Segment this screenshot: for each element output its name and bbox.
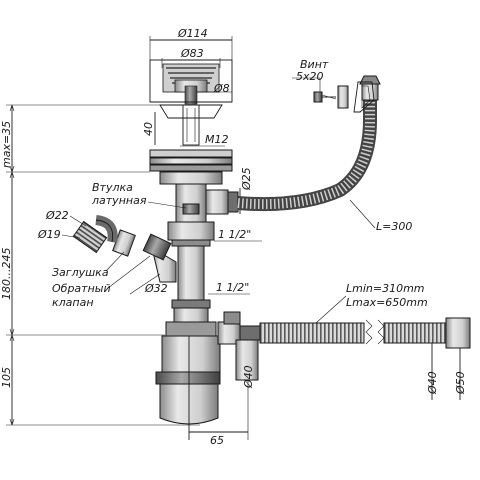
leader-l300 [349,199,376,229]
dim-d32: Ø32 [144,282,168,295]
trap-outlet [217,311,261,381]
leader-lmin [315,295,347,324]
leader-d19 [61,234,81,239]
overflow-hose [237,75,381,212]
dim-thread1: 1 1/2" [218,228,251,241]
strainer-body [159,104,223,146]
leader-obratnyi [107,255,151,289]
dim-d40a: Ø40 [242,365,255,389]
label-vint: Винт [300,58,329,71]
label-zaglushka: Заглушка [52,266,109,279]
side-inlet [142,233,177,283]
dim-w65: 65 [210,434,224,447]
dim-max35: max=35 [0,121,13,168]
dim-lmax: Lmax=650mm [346,296,428,309]
label-vtulka-line2: латунная [91,194,147,207]
dim-d19: Ø19 [37,228,61,241]
leader-vtulka [147,201,187,209]
hose-elbow [72,215,118,254]
overflow-outlet [205,188,241,215]
dim-d22: Ø22 [45,209,69,222]
main-pipe [177,245,205,303]
dim-h40: 40 [142,122,155,136]
strainer-basket [149,59,233,105]
dim-d25: Ø25 [240,167,253,191]
dim-105: 105 [0,367,13,388]
leader-d22 [69,215,87,227]
main-pipe-lower-nut [171,299,211,323]
outlet-hose [259,317,471,349]
dim-m12: M12 [205,133,229,146]
dim-lmin: Lmin=310mm [346,282,425,295]
label-vtulka-line1: Втулка [92,181,133,194]
leader-zaglushka [105,251,125,272]
label-obratnyi-line2: клапан [52,296,94,309]
main-pipe-upper-nut [167,221,215,247]
overflow-screw [313,81,375,113]
dim-thread2: 1 1/2" [216,281,249,294]
dim-l300: L=300 [376,220,412,233]
dim-d114: Ø114 [177,27,208,40]
dim-180-245: 180...245 [0,248,13,300]
label-obratnyi-line1: Обратный [52,282,111,295]
dim-d83: Ø83 [180,47,204,60]
bottle-trap [155,321,221,425]
dim-d40b: Ø40 [426,371,439,395]
dim-vint-size: 5x20 [296,70,324,83]
left-dimension-lines [6,104,200,426]
dim-d50: Ø50 [454,371,467,395]
leader-d32 [129,273,161,295]
dim-d8: Ø8 [213,82,230,95]
